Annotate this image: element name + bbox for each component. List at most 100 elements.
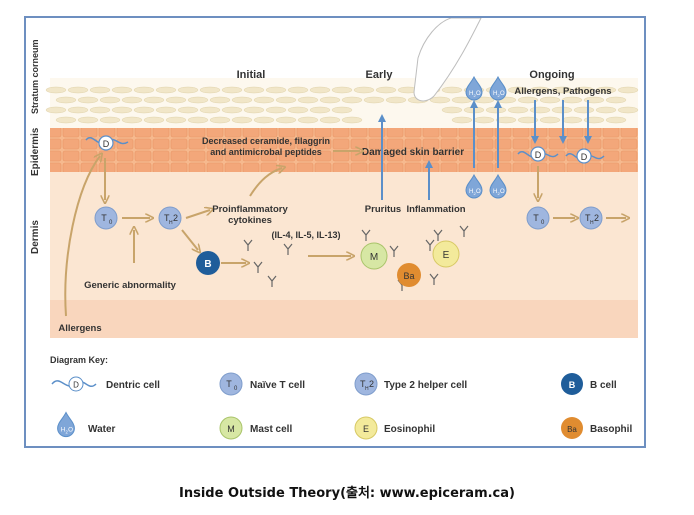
svg-text:0: 0: [234, 386, 238, 392]
figure-caption: Inside Outside Theory(출처: www.epiceram.c…: [179, 486, 515, 501]
water-drop-subscript: 2: [474, 191, 477, 196]
corneocyte-flake: [473, 116, 495, 124]
decreased-label-line1: Decreased ceramide, filaggrin: [202, 136, 330, 146]
key-mast-icon: M: [219, 416, 243, 440]
water-drop-suffix: O: [68, 426, 73, 433]
diagram-key: Diagram Key: D Dentric cell T 0 Naïve T …: [50, 355, 632, 440]
svg-text:T: T: [101, 213, 107, 223]
water-drop-subscript: 2: [498, 93, 501, 98]
svg-text:2: 2: [594, 213, 599, 223]
naive-t-cell-initial: T 0: [94, 206, 118, 230]
corneocyte-flake: [77, 116, 99, 124]
corneocyte-flake: [89, 106, 111, 114]
corneocyte-flake: [67, 106, 89, 114]
key-label-eosinophil: Eosinophil: [384, 424, 435, 435]
corneocyte-flake: [155, 86, 177, 94]
corneocyte-flake: [143, 116, 165, 124]
corneocyte-flake: [253, 116, 275, 124]
key-th2-icon: T H 2: [354, 372, 378, 396]
corneocyte-flake: [561, 116, 583, 124]
water-drop-label: H: [469, 91, 473, 97]
corneocyte-flake: [573, 86, 595, 94]
corneocyte-flake: [89, 86, 111, 94]
stratum-label: Stratum corneum: [30, 39, 40, 114]
corneocyte-flake: [319, 116, 341, 124]
corneocyte-flake: [253, 96, 275, 104]
corneocyte-flake: [265, 86, 287, 94]
antibody-icon: [267, 275, 277, 287]
corneocyte-flake: [67, 86, 89, 94]
svg-text:H: H: [590, 220, 594, 226]
corneocyte-flake: [617, 106, 639, 114]
corneocyte-flake: [275, 96, 297, 104]
svg-text:H: H: [365, 386, 369, 392]
th2-cell-ongoing: T H 2: [579, 206, 603, 230]
corneocyte-flake: [143, 96, 165, 104]
dermis-lower-layer: [50, 300, 638, 338]
corneocyte-flake: [605, 96, 627, 104]
svg-text:D: D: [103, 139, 110, 149]
antibody-icon: [459, 225, 469, 237]
antibody-icon: [253, 261, 263, 273]
svg-text:Ba: Ba: [403, 271, 414, 281]
corneocyte-flake: [309, 86, 331, 94]
corneocyte-flake: [353, 86, 375, 94]
svg-text:T: T: [164, 213, 170, 223]
naive-t-cell-ongoing: T 0: [526, 206, 550, 230]
corneocyte-flake: [231, 96, 253, 104]
corneocyte-flake: [265, 106, 287, 114]
key-dendritic-icon: D: [51, 376, 97, 392]
svg-text:E: E: [443, 250, 450, 261]
key-label-basophil: Basophil: [590, 424, 632, 435]
corneocyte-flake: [45, 86, 67, 94]
corneocyte-flake: [297, 96, 319, 104]
water-drop-subscript: 2: [65, 429, 68, 434]
corneocyte-flake: [111, 106, 133, 114]
corneocyte-flake: [363, 96, 385, 104]
epidermis-label: Epidermis: [30, 127, 41, 176]
key-naive-icon: T 0: [219, 372, 243, 396]
key-label-th2: Type 2 helper cell: [384, 380, 467, 391]
proinflammatory-line2: cytokines: [228, 215, 272, 226]
corneocyte-flake: [55, 96, 77, 104]
svg-text:M: M: [370, 252, 378, 263]
corneocyte-flake: [121, 96, 143, 104]
corneocyte-flake: [485, 106, 507, 114]
key-eosinophil-icon: E: [354, 416, 378, 440]
corneocyte-flake: [133, 106, 155, 114]
corneocyte-flake: [45, 106, 67, 114]
key-title: Diagram Key:: [50, 355, 108, 365]
svg-text:2: 2: [173, 213, 178, 223]
phase-early: Early: [366, 69, 394, 81]
phase-initial: Initial: [237, 69, 266, 81]
corneocyte-flake: [121, 116, 143, 124]
svg-text:Ba: Ba: [567, 425, 577, 434]
mast-cell: M: [360, 242, 388, 270]
corneocyte-flake: [77, 96, 99, 104]
svg-text:T: T: [585, 213, 591, 223]
corneocyte-flake: [551, 86, 573, 94]
key-label-naive: Naïve T cell: [250, 380, 305, 391]
eosinophil-cell: E: [432, 240, 460, 268]
water-drop-suffix: O: [476, 189, 481, 195]
svg-text:T: T: [360, 379, 366, 389]
water-drop-suffix: O: [500, 91, 505, 97]
corneocyte-flake: [155, 106, 177, 114]
water-drop-label: H: [493, 189, 497, 195]
corneocyte-flake: [177, 86, 199, 94]
corneocyte-flake: [187, 96, 209, 104]
water-drop-subscript: 2: [498, 191, 501, 196]
corneocyte-flake: [231, 116, 253, 124]
key-label-mast: Mast cell: [250, 424, 292, 435]
corneocyte-flake: [177, 106, 199, 114]
corneocyte-flake: [517, 96, 539, 104]
basophil-cell: Ba: [397, 263, 421, 287]
water-drop-label: H: [61, 426, 66, 433]
corneocyte-flake: [385, 96, 407, 104]
corneocyte-flake: [539, 96, 561, 104]
th2-to-cytokines-arrow: [185, 210, 210, 219]
